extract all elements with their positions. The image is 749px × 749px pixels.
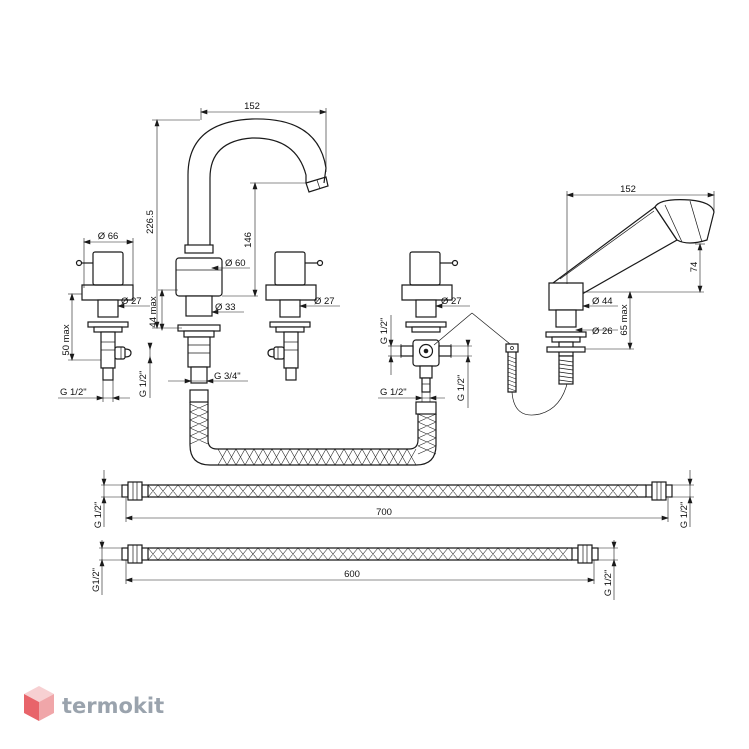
diverter-dimensions: Ø 27 G 1/2" G 1/2" G 1/2"	[378, 296, 472, 408]
middle-valve-assembly	[265, 251, 324, 381]
spout-body-dia-label: Ø 33	[215, 302, 236, 313]
hose-600-thread-left-label: G1/2"	[91, 568, 102, 592]
holder-thread	[558, 359, 574, 383]
hose-600-length-label: 600	[344, 569, 360, 580]
left-valve-assembly	[75, 251, 134, 381]
hose-700-thread-right-label: G 1/2"	[679, 502, 690, 529]
logo-text: termokit	[62, 694, 164, 718]
hose-end-cap	[121, 547, 129, 561]
left-thread-h-label: G 1/2"	[60, 387, 87, 398]
u-hose-braid-pattern	[189, 403, 437, 466]
hose-end-cap	[591, 547, 599, 561]
shower-hose-braid	[507, 355, 517, 392]
shower-hose	[433, 312, 569, 416]
hose-600: G1/2" G 1/2" 600	[91, 540, 618, 600]
middle-valve-dia-label: Ø 27	[314, 296, 335, 307]
hand-shower-dimensions: 152 74 Ø 44 Ø 26 65 max	[566, 184, 715, 350]
hose-nut	[651, 481, 667, 501]
shower-body-dia-label: Ø 26	[592, 326, 613, 337]
hose-700-length-label: 700	[376, 507, 392, 518]
left-deck-max-label: 50 max	[61, 324, 72, 355]
diverter-thread-right-label: G 1/2"	[456, 375, 467, 402]
diverter-thread-left-label: G 1/2"	[379, 318, 390, 345]
spout-deck-max-label: 44 max	[148, 296, 159, 327]
diverter-valve-assembly	[400, 251, 459, 393]
spout-dimensions: 152 226.5 146 Ø 60 Ø 33 G 3/4" 44 max	[145, 101, 327, 384]
termokit-logo: termokit	[24, 686, 164, 721]
left-body-dia-label: Ø 27	[121, 296, 142, 307]
hose-nut	[577, 544, 593, 564]
logo-cube-icon	[24, 686, 54, 721]
spout-outlet-height-label: 146	[243, 232, 254, 248]
connection-hose	[189, 389, 437, 466]
hose-700-thread-left-label: G 1/2"	[93, 502, 104, 529]
hose-braid-pattern	[147, 484, 639, 498]
spout-assembly	[175, 118, 329, 384]
shower-width-label: 152	[620, 184, 636, 195]
hose-ferrule	[141, 484, 149, 498]
hose-600-thread-right-label: G 1/2"	[603, 570, 614, 597]
hose-nut	[127, 544, 143, 564]
spout-width-label: 152	[244, 101, 260, 112]
thread-lines	[558, 359, 574, 383]
hose-braid-pattern	[147, 547, 569, 561]
hose-end-cap	[665, 484, 673, 498]
hose-ferrule	[141, 547, 149, 561]
left-thread-v-label: G 1/2"	[138, 371, 149, 398]
left-handle-dia-label: Ø 66	[98, 231, 119, 242]
hose-700: G 1/2" G 1/2" 700	[93, 470, 694, 528]
shower-deck-max-label: 65 max	[619, 304, 630, 335]
hose-braid	[189, 403, 437, 466]
hose-600-body	[121, 544, 599, 564]
hose-end-cap	[121, 484, 129, 498]
hose-700-body	[121, 481, 673, 501]
hose-ferrule	[571, 547, 579, 561]
shower-height-label: 74	[689, 262, 700, 273]
hose-ferrule	[645, 484, 653, 498]
spout-height-label: 226.5	[145, 210, 156, 234]
spout-base-dia-label: Ø 60	[225, 258, 246, 269]
hose-nut	[127, 481, 143, 501]
spout-thread-label: G 3/4"	[214, 371, 241, 382]
left-valve-dimensions: Ø 66 Ø 27 50 max G 1/2" G 1/2"	[58, 231, 153, 402]
middle-valve-dimensions: Ø 27	[299, 296, 340, 309]
hand-shower-assembly	[545, 199, 715, 385]
shower-base-dia-label: Ø 44	[592, 296, 613, 307]
diverter-dia-label: Ø 27	[441, 296, 462, 307]
diverter-thread-bottom-label: G 1/2"	[380, 387, 407, 398]
shower-hose-coil	[507, 355, 517, 392]
